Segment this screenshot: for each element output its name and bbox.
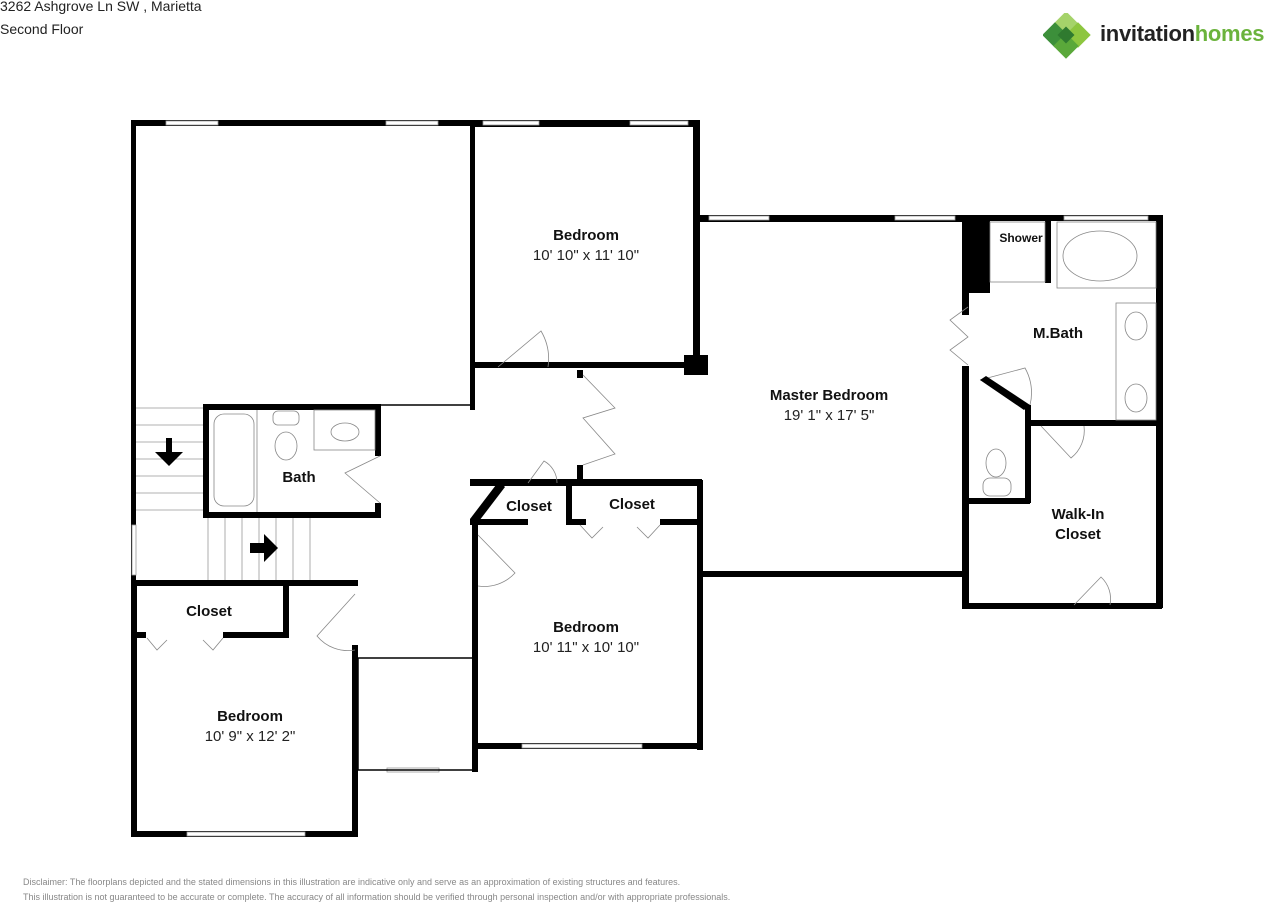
room-dims-bedroom-2: 10' 10" x 11' 10" [532, 247, 640, 264]
room-name-bedroom-4: Bedroom [217, 708, 283, 725]
floor-label: Second Floor [0, 21, 84, 37]
clover-diamond-logo-icon [1042, 11, 1091, 59]
room-name-master-bedroom: Master Bedroom [769, 387, 889, 404]
room-name-closet-bedroom-4: Closet [186, 603, 232, 620]
room-name-shower: Shower [999, 231, 1043, 245]
room-name-closet-hall-2: Closet [609, 496, 655, 513]
room-dims-bedroom-3: 10' 11" x 10' 10" [532, 639, 640, 656]
room-name-bath: Bath [282, 469, 316, 486]
arrow-right-icon [250, 534, 278, 562]
room-name-bedroom-2: Bedroom [553, 227, 619, 244]
room-name-walk-in-closet-line2: Closet [1055, 526, 1101, 543]
room-dims-bedroom-4: 10' 9" x 12' 2" [204, 728, 296, 745]
wall [131, 120, 136, 580]
logo-word-invitation: invitation [1100, 21, 1195, 46]
arrow-down-icon [155, 438, 183, 466]
room-dims-master-bedroom: 19' 1" x 17' 5" [783, 407, 875, 424]
logo-word-homes: homes [1194, 21, 1265, 46]
room-name-bedroom-3: Bedroom [553, 619, 619, 636]
disclaimer-line-1: Disclaimer: The floorplans depicted and … [23, 877, 681, 887]
room-name-master-bath: M.Bath [1033, 325, 1083, 342]
stair-arrows [155, 438, 278, 562]
disclaimer-line-2: This illustration is not guaranteed to b… [23, 892, 731, 902]
logo-wordmark: invitationhomes [1100, 21, 1265, 47]
property-address: 3262 Ashgrove Ln SW , Marietta [0, 0, 202, 14]
room-name-walk-in-closet-line1: Walk-In [1051, 506, 1105, 523]
room-name-closet-hall-1: Closet [506, 498, 552, 515]
wall [131, 120, 476, 126]
invitation-homes-logo: invitationhomes [1042, 11, 1279, 59]
